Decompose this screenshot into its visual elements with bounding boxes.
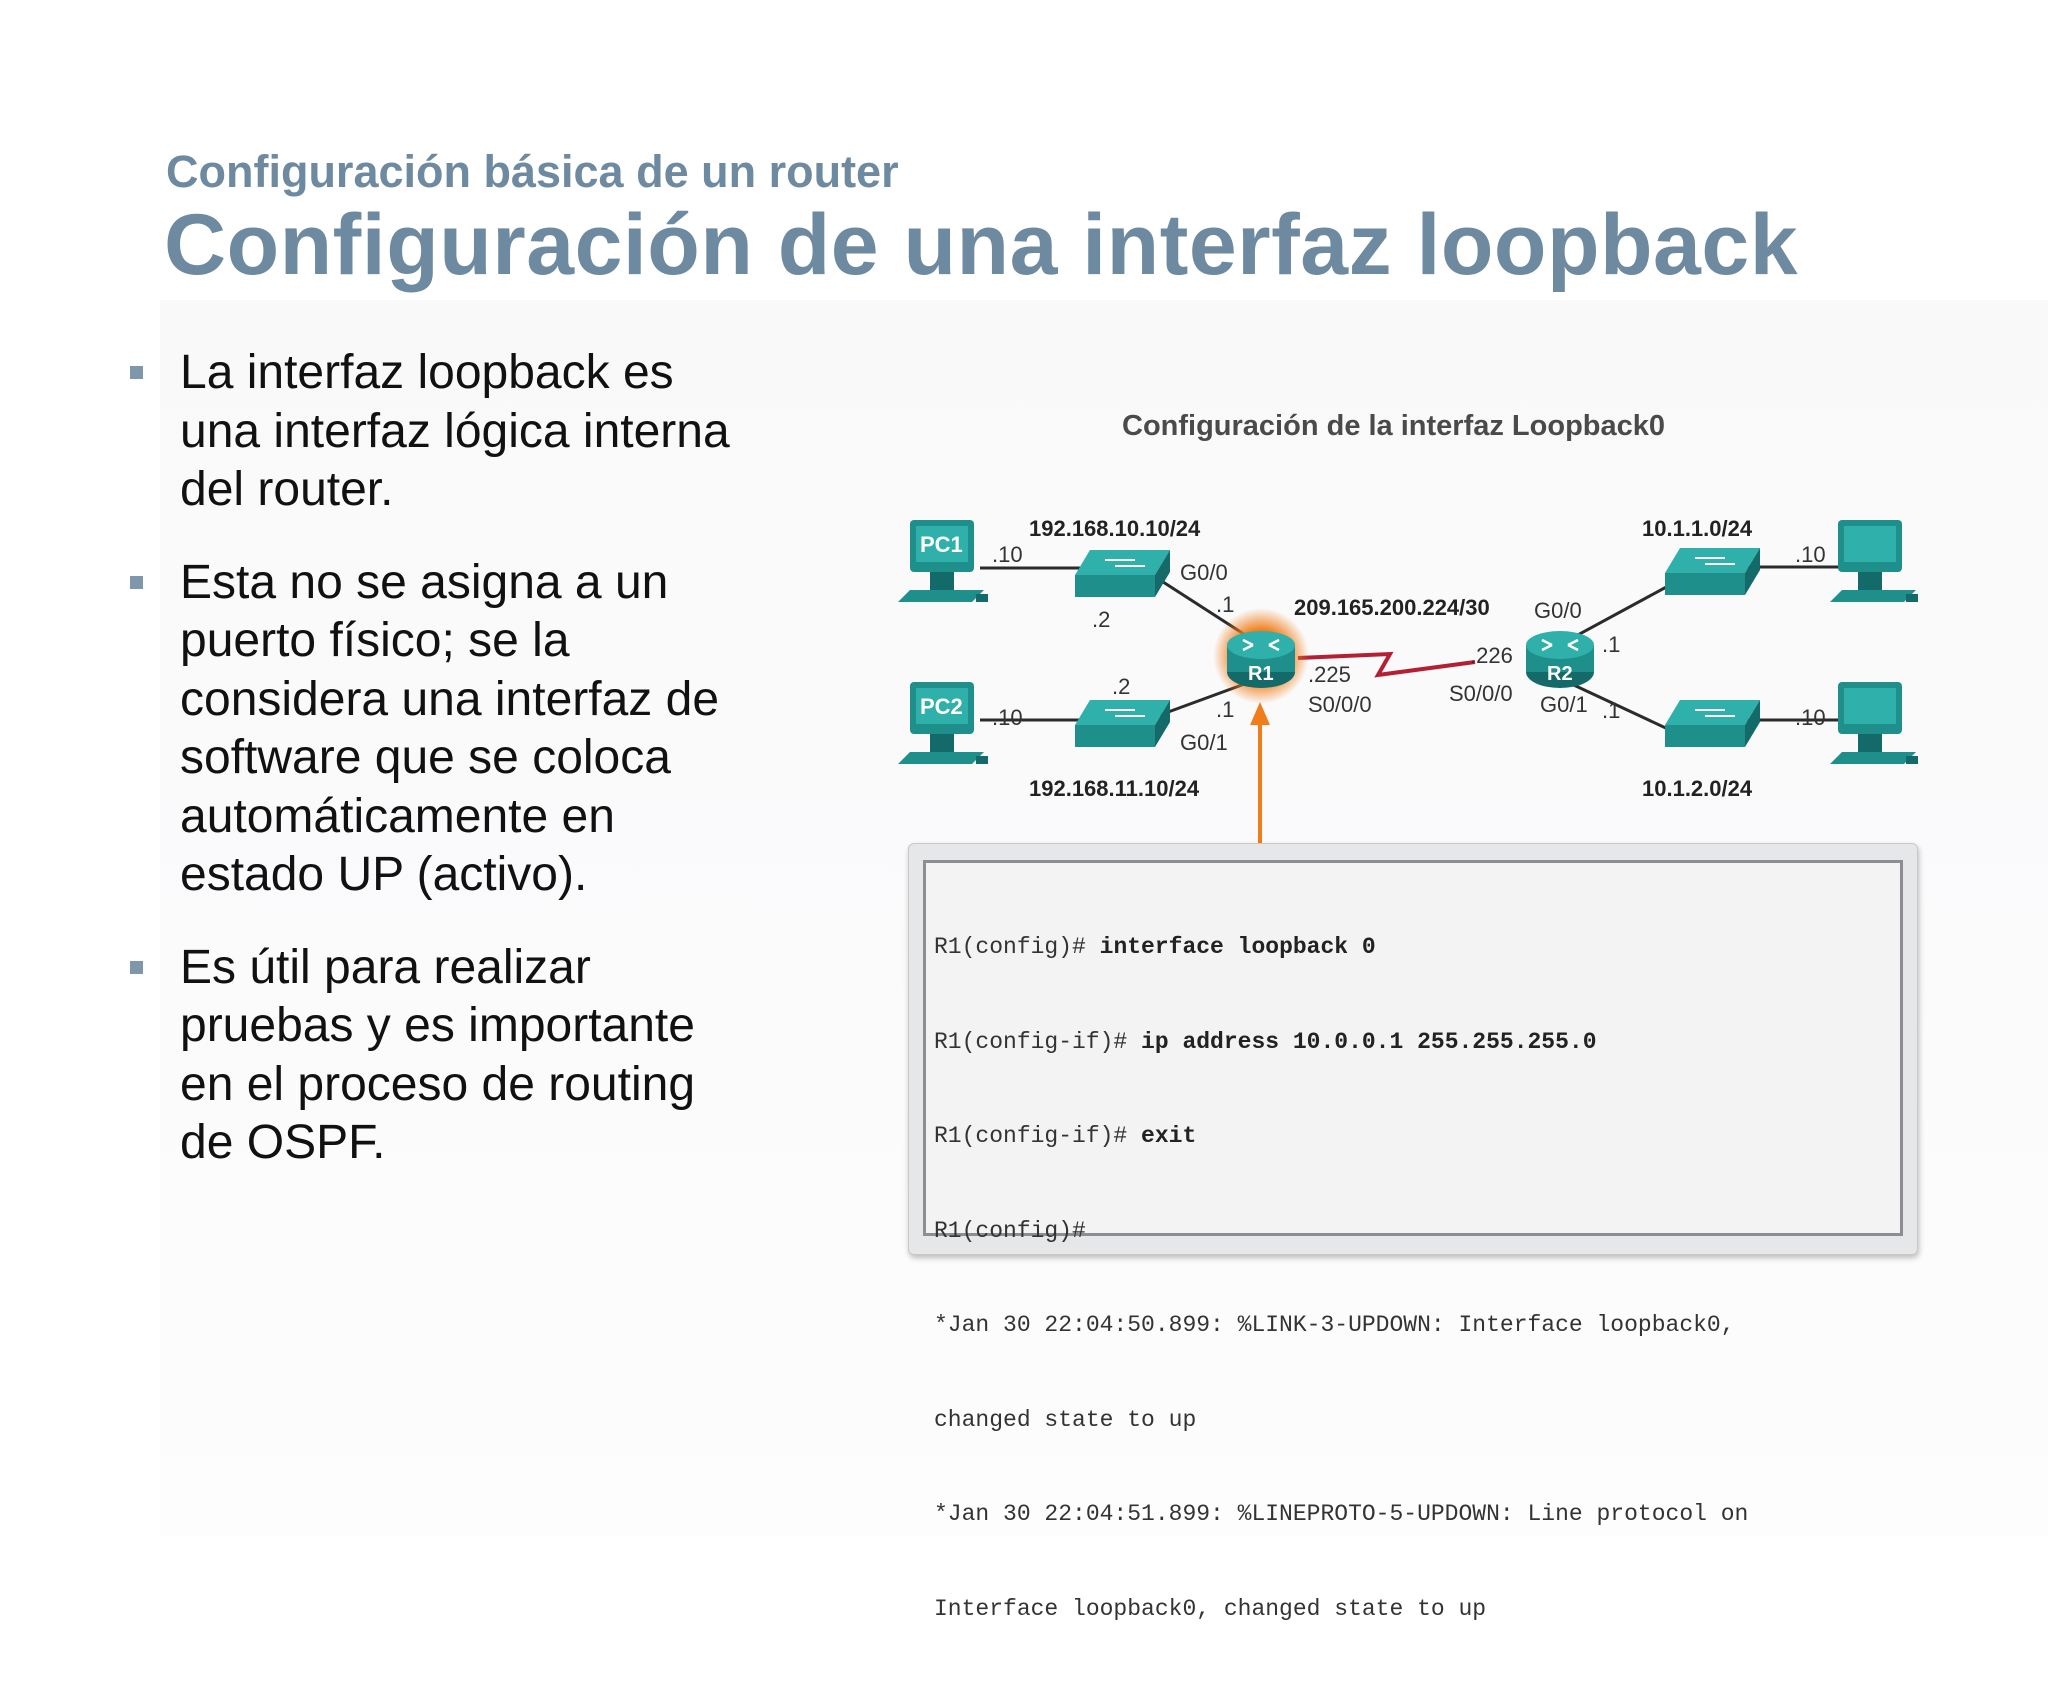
- cli-line: R1(config-if)# exit: [934, 1121, 1894, 1153]
- slide-subtitle: Configuración básica de un router: [166, 146, 899, 197]
- bullet-square-icon: [130, 366, 143, 379]
- cli-line: changed state to up: [934, 1405, 1894, 1437]
- cli-line: *Jan 30 22:04:51.899: %LINEPROTO-5-UPDOW…: [934, 1499, 1894, 1531]
- r2-g01-name-label: G0/1: [1540, 692, 1588, 717]
- link-r2-sw3: [1562, 583, 1671, 645]
- pc1-host-label: .10: [992, 542, 1023, 567]
- switch2-icon: [1075, 700, 1170, 747]
- cli-output-panel: R1(config)# interface loopback 0 R1(conf…: [908, 843, 1918, 1622]
- pc1-icon: [898, 520, 988, 602]
- link-r2-sw4: [1562, 678, 1671, 732]
- pc4-host-label: .10: [1795, 705, 1826, 730]
- switch1-icon: [1075, 550, 1170, 597]
- network-topology-diagram: PC1 PC2: [898, 516, 1918, 845]
- cli-command: interface loopback 0: [1099, 934, 1376, 960]
- bullet-item: Esta no se asigna a un puerto físico; se…: [128, 554, 808, 905]
- pc2-host-label: .10: [992, 705, 1023, 730]
- r2-label: R2: [1547, 663, 1573, 685]
- cli-prompt: R1(config)#: [934, 934, 1100, 960]
- sw2-addr-label: .2: [1112, 674, 1130, 699]
- lan2-network-label: 192.168.11.10/24: [1029, 776, 1200, 801]
- pc3-icon: [1830, 520, 1918, 602]
- diagram-title: Configuración de la interfaz Loopback0: [1122, 410, 1666, 442]
- cli-log-text: *Jan 30 22:04:50.899: %LINK-3-UPDOWN: In…: [934, 1312, 1735, 1338]
- pc2-label: PC2: [920, 694, 963, 719]
- bullet-list: La interfaz loopback es una interfaz lóg…: [128, 344, 808, 1207]
- sw1-addr-label: .2: [1092, 607, 1110, 632]
- cli-prompt: R1(config-if)#: [934, 1028, 1142, 1055]
- r1-g01-addr-label: .1: [1216, 697, 1234, 722]
- pc1-label: PC1: [920, 532, 963, 557]
- cli-log-text: changed state to up: [934, 1406, 1197, 1433]
- r1-g01-name-label: G0/1: [1180, 730, 1228, 755]
- bullet-square-icon: [130, 960, 143, 974]
- cli-prompt: R1(config)#: [934, 1217, 1086, 1244]
- r2-g00-addr-label: .1: [1602, 632, 1620, 657]
- lan1-network-label: 192.168.10.10/24: [1029, 516, 1201, 541]
- pc4-icon: [1830, 682, 1918, 764]
- serial-link-r1-r2: [1297, 651, 1476, 678]
- r1-label: R1: [1248, 663, 1274, 685]
- address-labels: 192.168.10.10/24 192.168.11.10/24 209.16…: [992, 516, 1826, 801]
- highlight-arrow: [1250, 702, 1270, 845]
- r1-g00-name-label: G0/0: [1180, 560, 1228, 585]
- r2-g01-addr-label: .1: [1602, 698, 1620, 723]
- cli-line: *Jan 30 22:04:50.899: %LINK-3-UPDOWN: In…: [934, 1310, 1894, 1342]
- bullet-item: Es útil para realizar pruebas y es impor…: [128, 939, 808, 1173]
- router-r1-icon: [1227, 631, 1295, 688]
- cli-command: exit: [1141, 1123, 1197, 1149]
- cli-log-text: *Jan 30 22:04:51.899: %LINEPROTO-5-UPDOW…: [934, 1501, 1749, 1527]
- slide-title: Configuración de una interfaz loopback: [164, 197, 1799, 293]
- r1-g00-addr-label: .1: [1216, 592, 1234, 617]
- cli-log-text: Interface loopback0, changed state to up: [934, 1595, 1487, 1622]
- r2-s000-name-label: S0/0/0: [1449, 681, 1513, 706]
- pc3-host-label: .10: [1795, 542, 1826, 567]
- bullet-text: Es útil para realizar pruebas y es impor…: [180, 940, 696, 1170]
- r1-s000-addr-label: .225: [1308, 662, 1351, 687]
- wan-network-label: 209.165.200.224/30: [1294, 595, 1490, 620]
- cli-line: Interface loopback0, changed state to up: [934, 1594, 1894, 1626]
- bullet-item: La interfaz loopback es una interfaz lóg…: [128, 344, 808, 520]
- r1-s000-name-label: S0/0/0: [1308, 692, 1372, 717]
- cli-command: ip address 10.0.0.1 255.255.255.0: [1141, 1028, 1597, 1055]
- bullet-square-icon: [130, 575, 143, 589]
- cli-output-inner: R1(config)# interface loopback 0 R1(conf…: [923, 860, 1903, 1622]
- cli-line: R1(config)# interface loopback 0: [934, 932, 1894, 964]
- switch4-icon: [1665, 700, 1760, 747]
- bullet-text: Esta no se asigna a un puerto físico; se…: [180, 555, 720, 902]
- r2-lan1-network-label: 10.1.1.0/24: [1642, 516, 1753, 541]
- cli-prompt: R1(config-if)#: [934, 1123, 1142, 1149]
- switch3-icon: [1665, 548, 1760, 595]
- cli-lines: R1(config)# interface loopback 0 R1(conf…: [934, 869, 1894, 1688]
- cli-line: R1(config-if)# ip address 10.0.0.1 255.2…: [934, 1027, 1894, 1059]
- router-r2-icon: [1526, 631, 1594, 688]
- cli-line: R1(config)#: [934, 1216, 1894, 1248]
- r2-g00-name-label: G0/0: [1534, 598, 1582, 623]
- bullet-text: La interfaz loopback es una interfaz lóg…: [180, 346, 730, 516]
- r2-lan2-network-label: 10.1.2.0/24: [1642, 776, 1753, 801]
- r2-s000-addr-label: .226: [1470, 643, 1513, 668]
- pc2-icon: [898, 682, 988, 764]
